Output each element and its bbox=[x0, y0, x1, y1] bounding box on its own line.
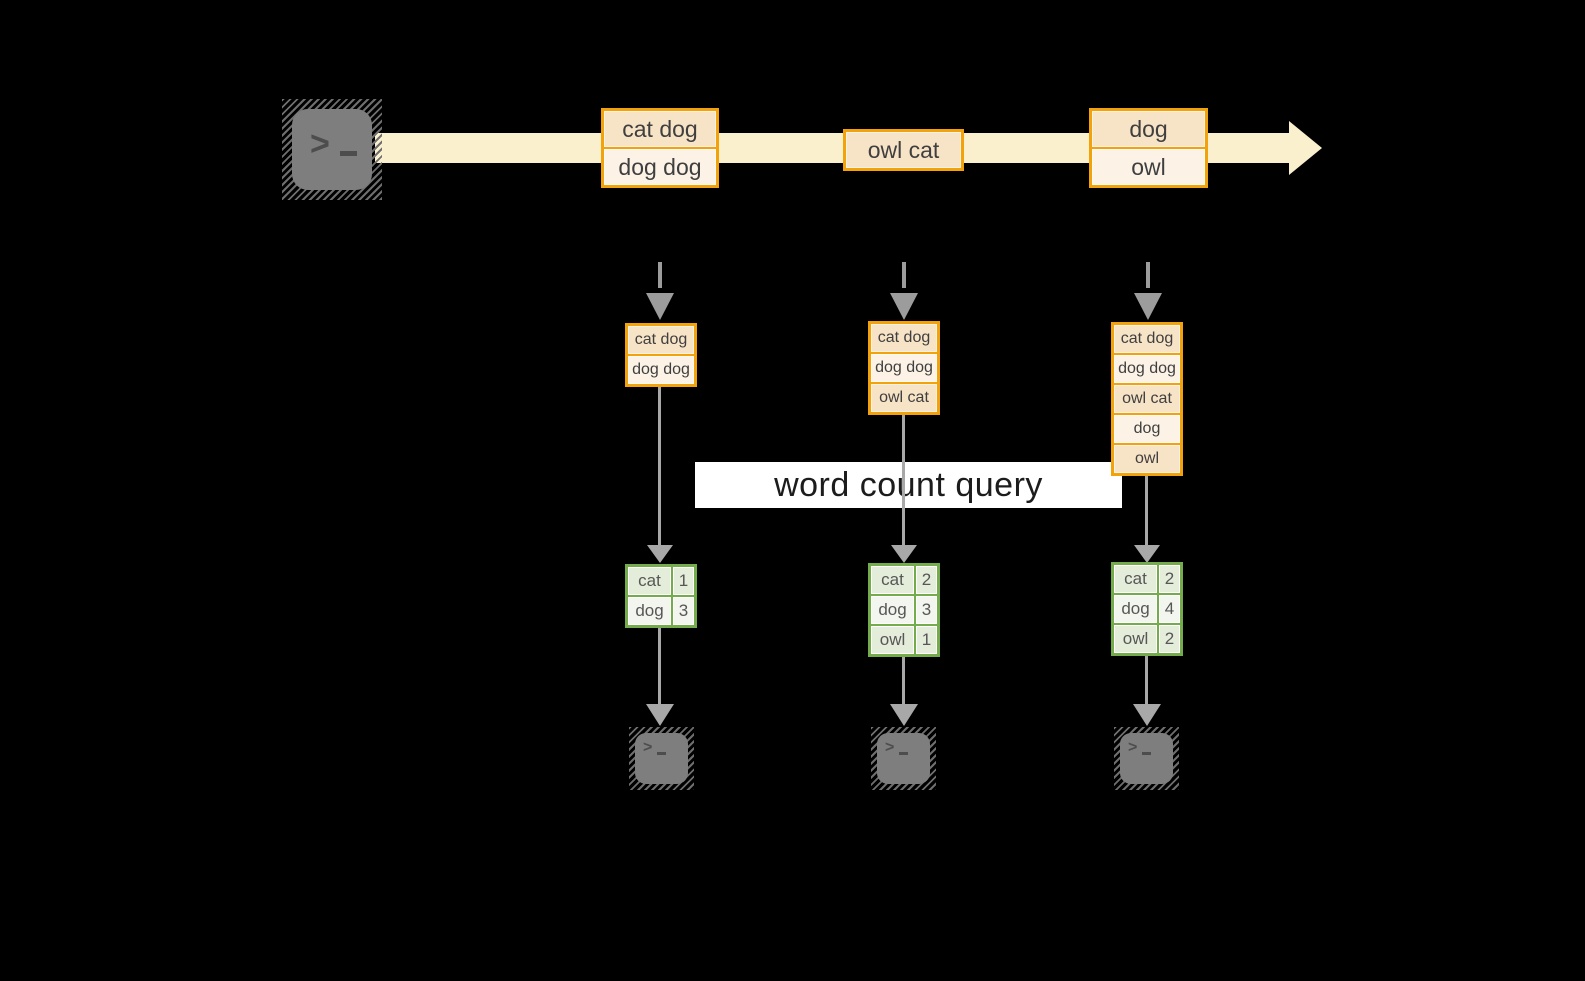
input-row: cat dog bbox=[628, 326, 694, 354]
output-terminal-icon-2: > bbox=[871, 727, 936, 790]
count-cell: 2 bbox=[1157, 623, 1180, 653]
stream-event-box-2: owl cat bbox=[843, 129, 964, 171]
word-cell: cat bbox=[871, 566, 914, 594]
query-label: word count query bbox=[774, 465, 1043, 504]
terminal-prompt-icon: > bbox=[885, 739, 895, 756]
connector-line bbox=[902, 657, 905, 705]
event-word: dog bbox=[1092, 111, 1205, 147]
query-label-band: word count query bbox=[695, 462, 1122, 508]
terminal-body: > bbox=[1120, 733, 1173, 784]
word-cell: dog bbox=[628, 595, 671, 625]
terminal-cursor-icon bbox=[899, 752, 908, 755]
count-cell: 4 bbox=[1157, 593, 1180, 623]
input-row: cat dog bbox=[1114, 325, 1180, 353]
input-row: owl cat bbox=[871, 382, 937, 412]
count-cell: 1 bbox=[671, 567, 694, 595]
count-cell: 3 bbox=[914, 594, 937, 624]
connector-arrowhead bbox=[1134, 545, 1160, 563]
count-cell: 3 bbox=[671, 595, 694, 625]
event-word: owl cat bbox=[846, 132, 961, 168]
word-cell: owl bbox=[871, 624, 914, 654]
terminal-body: > bbox=[292, 109, 372, 190]
connector-line bbox=[1145, 656, 1148, 705]
input-table-3: cat dog dog dog owl cat dog owl bbox=[1111, 322, 1183, 476]
terminal-prompt-icon: > bbox=[310, 125, 330, 163]
connector-line bbox=[1145, 476, 1148, 546]
connector-arrowhead bbox=[890, 704, 918, 726]
stream-event-box-3: dog owl bbox=[1089, 108, 1208, 188]
word-cell: dog bbox=[871, 594, 914, 624]
terminal-prompt-icon: > bbox=[1128, 739, 1138, 756]
connector-line bbox=[658, 387, 661, 546]
input-table-1: cat dog dog dog bbox=[625, 323, 697, 387]
input-row: owl bbox=[1114, 443, 1180, 473]
count-cell: 2 bbox=[914, 566, 937, 594]
count-cell: 2 bbox=[1157, 565, 1180, 593]
result-table-1: cat 1 dog 3 bbox=[625, 564, 697, 628]
input-row: dog bbox=[1114, 413, 1180, 443]
input-row: dog dog bbox=[871, 352, 937, 382]
terminal-cursor-icon bbox=[657, 752, 666, 755]
input-row: cat dog bbox=[871, 324, 937, 352]
connector-arrowhead bbox=[646, 704, 674, 726]
terminal-cursor-icon bbox=[340, 151, 357, 156]
output-terminal-icon-3: > bbox=[1114, 727, 1179, 790]
connector-arrowhead bbox=[647, 545, 673, 563]
terminal-prompt-icon: > bbox=[643, 739, 653, 756]
event-word: cat dog bbox=[604, 111, 716, 147]
event-word: owl bbox=[1092, 147, 1205, 185]
input-table-2: cat dog dog dog owl cat bbox=[868, 321, 940, 415]
time-axis-arrowhead bbox=[1289, 121, 1322, 175]
source-terminal-icon: > bbox=[282, 99, 382, 200]
count-cell: 1 bbox=[914, 624, 937, 654]
dashed-down-arrow-1 bbox=[646, 262, 674, 320]
dashed-down-arrow-2 bbox=[890, 262, 918, 320]
result-table-2: cat 2 dog 3 owl 1 bbox=[868, 563, 940, 657]
event-word: dog dog bbox=[604, 147, 716, 185]
input-row: dog dog bbox=[1114, 353, 1180, 383]
connector-arrowhead bbox=[1133, 704, 1161, 726]
connector-line bbox=[658, 628, 661, 705]
output-terminal-icon-1: > bbox=[629, 727, 694, 790]
stream-event-box-1: cat dog dog dog bbox=[601, 108, 719, 188]
connector-arrowhead bbox=[891, 545, 917, 563]
input-row: dog dog bbox=[628, 354, 694, 384]
word-cell: owl bbox=[1114, 623, 1157, 653]
word-cell: cat bbox=[628, 567, 671, 595]
terminal-body: > bbox=[877, 733, 930, 784]
terminal-cursor-icon bbox=[1142, 752, 1151, 755]
terminal-body: > bbox=[635, 733, 688, 784]
word-cell: dog bbox=[1114, 593, 1157, 623]
dashed-down-arrow-3 bbox=[1134, 262, 1162, 320]
input-row: owl cat bbox=[1114, 383, 1180, 413]
word-cell: cat bbox=[1114, 565, 1157, 593]
connector-line bbox=[902, 415, 905, 546]
result-table-3: cat 2 dog 4 owl 2 bbox=[1111, 562, 1183, 656]
